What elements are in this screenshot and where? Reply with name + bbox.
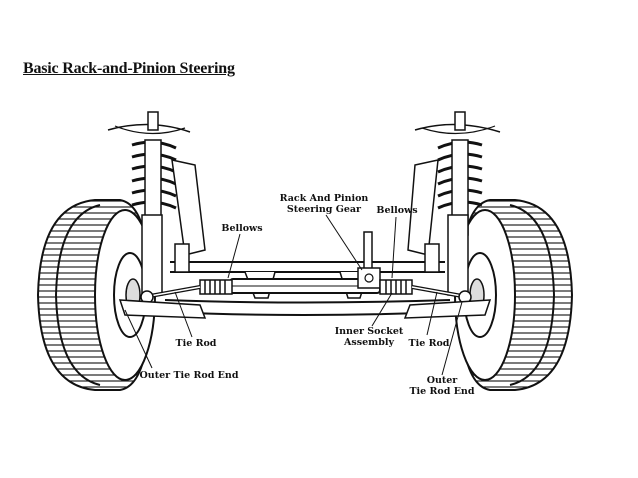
label-rack-and-pinion: Rack And Pinion [280,193,369,204]
left-bellows [199,279,233,295]
leader-bellows-right [391,216,397,279]
right-wheel [454,199,574,391]
label-outer-right: Outer [427,375,459,386]
left-tie-rod [140,285,201,304]
label-steering-gear: Steering Gear [287,204,362,215]
right-tie-rod [411,285,472,304]
right-bellows [379,279,413,295]
leader-tie-rod-right [426,291,438,336]
left-control-arm [118,299,207,319]
label-outer-tie-rod-end-left: Outer Tie Rod End [140,370,239,381]
left-wheel [36,199,156,391]
right-strut [407,111,501,296]
leader-bellows-left [227,233,241,279]
label-tie-rod-end-right: Tie Rod End [409,386,474,397]
leader-inner-socket [371,292,393,327]
label-bellows-left: Bellows [221,223,262,234]
left-strut [107,111,206,296]
leader-tie-rod-left [174,291,193,338]
label-tie-rod-right: Tie Rod [409,338,450,349]
steering-gear [357,231,381,289]
leader-outer-tie-rod-end-right [441,301,463,376]
right-control-arm [403,299,492,319]
label-inner-socket-assembly: Assembly [343,337,394,348]
leader-rack-and-pinion [325,214,363,271]
label-inner-socket: Inner Socket [335,326,404,337]
leader-outer-tie-rod-end-left [124,309,153,369]
label-bellows-right: Bellows [376,205,417,216]
label-tie-rod-left: Tie Rod [176,338,217,349]
page-title: Basic Rack-and-Pinion Steering [23,60,235,77]
